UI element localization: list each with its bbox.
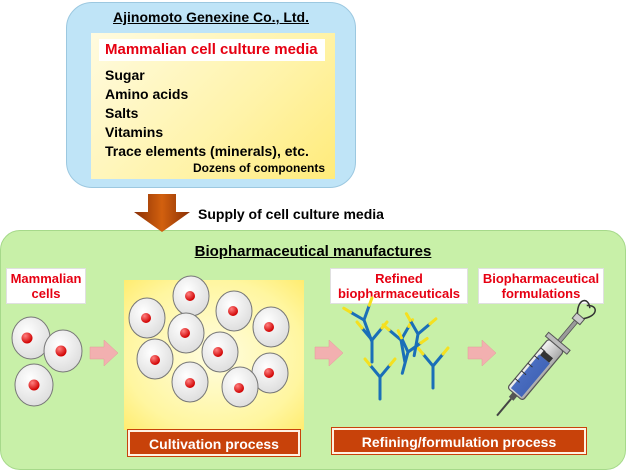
syringe-icon [496, 299, 596, 417]
antibody-icon [404, 312, 438, 358]
supplier-title: Ajinomoto Genexine Co., Ltd. [113, 9, 309, 25]
cell [252, 306, 290, 348]
cell [167, 312, 205, 354]
component-item: Sugar [105, 67, 145, 83]
component-item: Amino acids [105, 86, 189, 102]
antibody-group [342, 296, 450, 401]
cell-group-culture [128, 275, 290, 408]
label-line: Mammalian [10, 271, 82, 286]
formulations-label: Biopharmaceutical formulations [478, 268, 604, 304]
component-item: Trace elements (minerals), etc. [105, 143, 309, 159]
cell-group-left [11, 316, 83, 407]
antibody-icon [342, 296, 374, 343]
component-item: Vitamins [105, 124, 164, 140]
components-note: Dozens of components [192, 161, 325, 175]
label-line: Refined [375, 271, 423, 286]
process-arrow [314, 339, 344, 367]
cell [136, 338, 174, 380]
cell [251, 352, 289, 394]
culture-media-title: Mammalian cell culture media [99, 39, 325, 61]
label-line: cells [31, 286, 61, 301]
cultivation-process-label: Cultivation process [128, 430, 300, 456]
cell [221, 366, 259, 408]
cell [14, 363, 54, 407]
label-line: Biopharmaceutical [482, 271, 600, 286]
manufacturing-title: Biopharmaceutical manufactures [194, 243, 432, 260]
component-item: Salts [105, 105, 139, 121]
supplier-box: Ajinomoto Genexine Co., Ltd. Mammalian c… [66, 2, 356, 188]
supply-label: Supply of cell culture media [198, 206, 384, 222]
label-line: formulations [501, 286, 581, 301]
refined-label: Refined biopharmaceuticals [330, 268, 468, 304]
refining-process-label: Refining/formulation process [332, 428, 586, 454]
mammalian-cells-label: Mammalian cells [6, 268, 86, 304]
cell [215, 290, 253, 332]
antibody-icon [363, 357, 397, 401]
process-arrow [89, 339, 119, 367]
culture-media-panel: Mammalian cell culture media Sugar Amino… [91, 33, 335, 179]
cell [171, 361, 209, 403]
antibody-icon [416, 346, 450, 390]
cell [172, 275, 210, 317]
process-arrow [467, 339, 497, 367]
label-line: biopharmaceuticals [337, 286, 461, 301]
cell [128, 297, 166, 339]
cell [43, 329, 83, 373]
cell [201, 331, 239, 373]
